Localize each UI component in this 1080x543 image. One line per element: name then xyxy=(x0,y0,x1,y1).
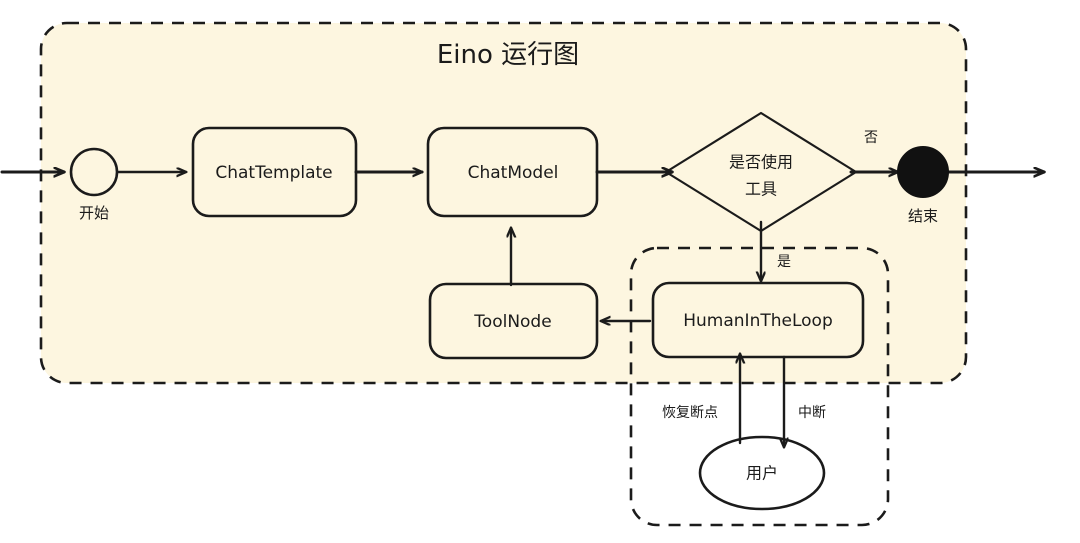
start-circle xyxy=(69,147,119,197)
user-ellipse xyxy=(698,435,826,511)
decision-diamond xyxy=(664,111,858,233)
graph-container-fill xyxy=(41,23,966,383)
node-user[interactable]: 用户 xyxy=(698,435,826,511)
chat-model-box xyxy=(426,126,599,218)
edge-label-interrupt: 中断 xyxy=(798,405,826,421)
chat-template-box xyxy=(191,126,358,218)
tool-node-label: ToolNode xyxy=(473,312,551,332)
human-in-the-loop-label: HumanInTheLoop xyxy=(683,311,832,331)
decision-label-line2: 工具 xyxy=(745,180,777,199)
diagram-title: Eino 运行图 xyxy=(437,40,579,70)
user-label: 用户 xyxy=(746,464,778,483)
edge-label-no: 否 xyxy=(864,130,878,146)
node-start[interactable]: 开始 xyxy=(69,147,119,222)
node-tool-node[interactable]: ToolNode xyxy=(428,282,599,360)
chat-model-label: ChatModel xyxy=(468,163,559,183)
decision-label-line1: 是否使用 xyxy=(729,153,793,172)
human-in-the-loop-box xyxy=(651,281,865,359)
node-human-in-the-loop[interactable]: HumanInTheLoop xyxy=(651,281,865,359)
edge-label-yes: 是 xyxy=(777,254,791,270)
node-end[interactable]: 结束 xyxy=(897,146,949,225)
node-decision[interactable]: 是否使用 工具 xyxy=(664,111,858,233)
end-label: 结束 xyxy=(908,207,938,225)
tool-node-box xyxy=(428,282,599,360)
chat-template-label: ChatTemplate xyxy=(215,163,332,183)
edge-label-resume: 恢复断点 xyxy=(662,404,718,421)
node-chat-template[interactable]: ChatTemplate xyxy=(191,126,358,218)
end-circle xyxy=(897,146,949,198)
node-chat-model[interactable]: ChatModel xyxy=(426,126,599,218)
start-label: 开始 xyxy=(79,204,109,222)
human-loop-container-border xyxy=(629,246,890,527)
